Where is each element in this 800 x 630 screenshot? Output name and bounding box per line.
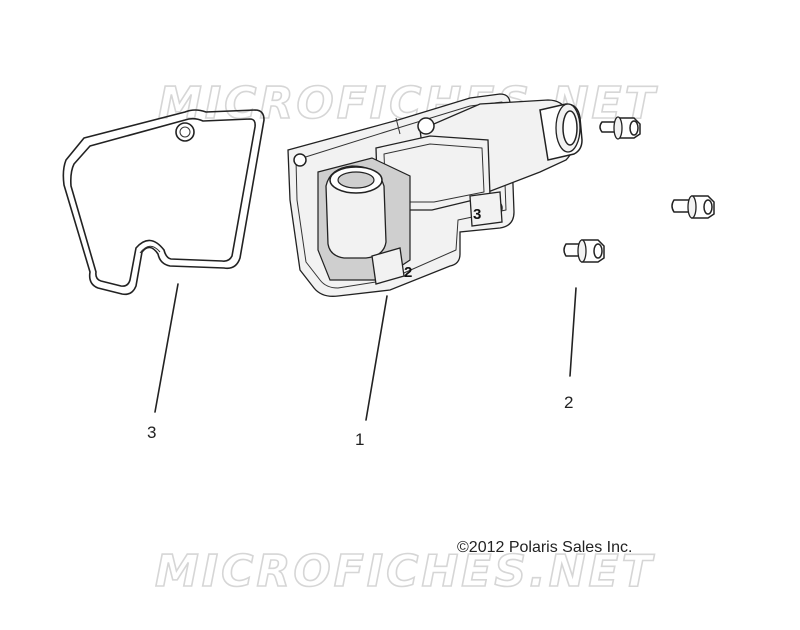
bolt-part-1 [599,116,641,140]
boss-label-3: 3 [473,206,481,223]
leader-line-cover [365,295,388,421]
callout-bolt: 2 [564,393,573,412]
leader-line-bolt [569,287,577,377]
bolt-part-2 [671,195,715,219]
copyright-text: ©2012 Polaris Sales Inc. [457,539,632,556]
cover-part [287,93,583,297]
callout-cover: 1 [355,430,364,449]
callout-gasket: 3 [147,423,156,442]
leader-line-gasket [154,283,179,413]
bolt-part-3 [563,239,605,263]
watermark-bottom: MICROFICHES.NET [155,546,655,597]
gasket-part [62,109,265,296]
boss-label-2: 2 [404,264,412,281]
